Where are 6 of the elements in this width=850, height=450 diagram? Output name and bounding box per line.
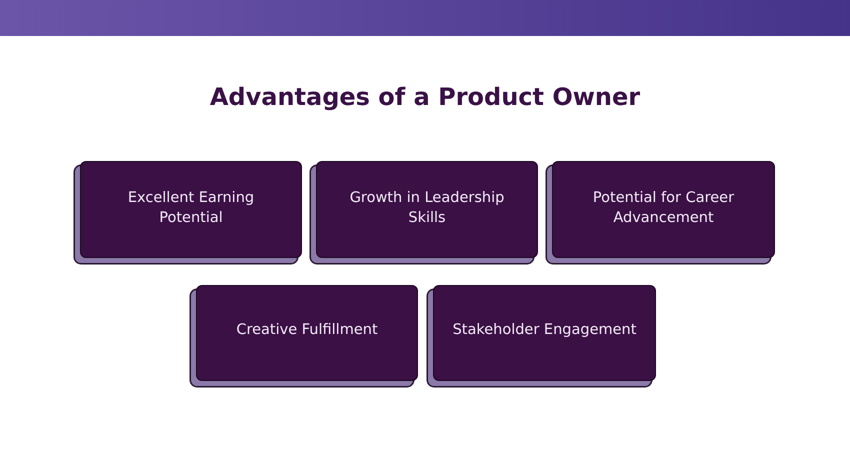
card-label: Excellent Earning Potential xyxy=(126,189,256,228)
card-label: Growth in Leadership Skills xyxy=(348,189,506,228)
card-label: Creative Fulfillment xyxy=(236,321,378,340)
card-label: Stakeholder Engagement xyxy=(452,321,636,340)
title: Advantages of a Product Owner xyxy=(208,82,642,113)
card-label: Potential for Career Advancement xyxy=(592,189,736,228)
